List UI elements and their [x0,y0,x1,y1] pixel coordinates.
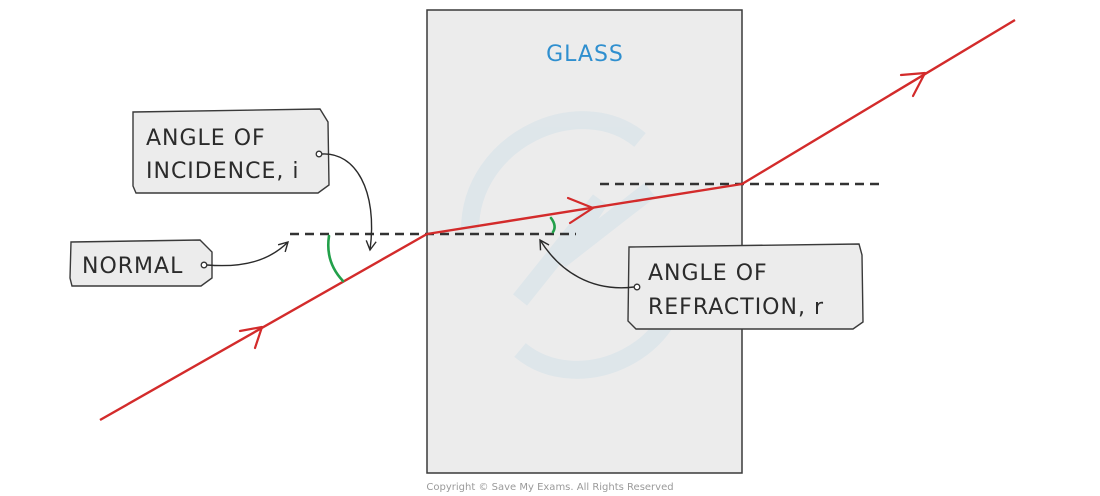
normal-label: NORMAL [69,239,290,287]
ray-arrow-emergent [899,71,927,98]
refraction-pointer-arrow [539,238,635,289]
glass-block [426,9,743,474]
ray-arrow-incident [238,325,264,350]
incidence-label-line1: ANGLE OF [146,126,266,151]
ray-arrow-refracted [566,196,595,225]
incidence-label-line2: INCIDENCE, i [146,159,299,184]
glass-label: GLASS [546,42,624,67]
angle-of-refraction-label: ANGLE OF REFRACTION, r [539,238,864,330]
angle-of-incidence-arc [327,234,345,283]
refraction-label-line2: REFRACTION, r [648,295,824,320]
angle-of-incidence-label: ANGLE OF INCIDENCE, i [132,108,377,252]
copyright-notice: Copyright © Save My Exams. All Rights Re… [426,482,673,493]
normal-pointer-arrow [206,240,290,267]
light-ray [99,18,1016,422]
refraction-label-line1: ANGLE OF [648,261,768,286]
angle-of-refraction-arc [549,216,556,234]
incidence-pointer-arrow [321,153,377,252]
normal-label-text: NORMAL [82,254,183,279]
